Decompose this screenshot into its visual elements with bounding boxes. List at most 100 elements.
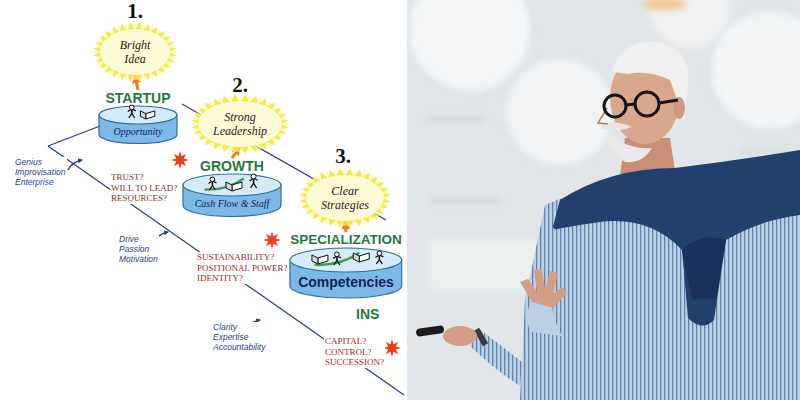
burst-core (100, 29, 170, 75)
stage-disc: SPECIALIZATION Competencies (290, 232, 402, 298)
box-icon (318, 255, 328, 264)
text-line: Clarity (213, 322, 265, 332)
burst-rays (299, 168, 390, 228)
box-icon (312, 255, 318, 264)
disc-shape (99, 106, 177, 144)
burst-symbol (263, 231, 281, 249)
figure-legs (377, 259, 383, 264)
stage-disc: GROWTH Cash Flow & Staff (183, 158, 281, 217)
text-line: SUSTAINABILITY? (197, 252, 287, 263)
hand (520, 269, 567, 308)
text-line: SUCCESSION? (325, 357, 384, 368)
burst-rays (93, 22, 176, 82)
text-line: Improvisation (15, 167, 66, 177)
figure-head (129, 105, 134, 110)
stage-disc: STARTUP Opportunity (99, 90, 177, 144)
hair (612, 42, 688, 122)
text-line: Strategies (321, 198, 369, 212)
idea-burst: Clear Strategies (306, 175, 384, 221)
figure-head (377, 251, 382, 256)
text-line: TRUST? (111, 172, 177, 183)
burst-rays (191, 94, 288, 154)
small-arrows (68, 160, 260, 330)
text-line: Passion (119, 244, 158, 254)
clicker (416, 325, 445, 337)
text-line: Idea (120, 52, 151, 66)
box-icon (232, 182, 242, 191)
idea-text: Bright Idea (120, 38, 151, 66)
callout-number: 1. (127, 0, 143, 22)
callout-number: 3. (335, 145, 351, 167)
text-line: Strong (213, 110, 267, 124)
disc-area: Cash Flow & Staff (183, 174, 281, 217)
crisis-questions: TRUST? WILL TO LEAD? RESOURCES? (110, 172, 178, 204)
burst-symbols (171, 151, 401, 357)
sleeve (470, 330, 522, 386)
text-line: Drive (119, 234, 158, 244)
text-line: POSITIONAL POWER? (197, 263, 287, 274)
crisis-questions: CAPITAL? CONTROL? SUCCESSION? (324, 336, 385, 368)
idea-text: Clear Strategies (321, 184, 369, 212)
small-arrow (68, 160, 82, 170)
stage-name: GROWTH (200, 158, 264, 174)
disc-shape (183, 174, 281, 217)
photo (407, 0, 800, 400)
figure-head (210, 177, 215, 182)
disc-label: Opportunity (99, 126, 177, 137)
stage-name: STARTUP (105, 90, 170, 106)
crisis-questions: SUSTAINABILITY? POSITIONAL POWER? IDENTI… (196, 252, 288, 284)
text-line: Clear (321, 184, 369, 198)
disc-area: Opportunity (99, 106, 177, 144)
text-line: WILL TO LEAD? (111, 183, 177, 194)
sweater-shade (682, 238, 726, 300)
note-text: Clarity Expertise Accountability (212, 322, 266, 352)
text-line: Enterprise (15, 177, 66, 187)
text-line: Expertise (213, 332, 265, 342)
burst-symbol (171, 151, 189, 169)
disc-label: Competencies (290, 274, 402, 290)
disc-top (290, 248, 402, 272)
stage-name: INS (356, 306, 379, 322)
disc-shape (290, 248, 402, 298)
text-line: IDENTITY? (197, 273, 287, 284)
guide-line (48, 126, 100, 146)
box-icon (353, 253, 359, 262)
disc-top (183, 174, 281, 196)
glasses (604, 92, 678, 117)
burst-core (198, 101, 282, 147)
idea-burst: Bright Idea (100, 29, 170, 75)
figure-legs (209, 185, 215, 190)
note-text: Genius Improvisation Enterprise (14, 157, 67, 187)
hand (443, 326, 477, 346)
figure-legs (251, 183, 257, 188)
idea-burst: Strong Leadership (198, 101, 282, 147)
idea-text: Strong Leadership (213, 110, 267, 138)
text-line: RESOURCES? (111, 193, 177, 204)
box-icon (226, 182, 232, 191)
box-icon (140, 111, 145, 119)
callout-number: 2. (232, 74, 248, 96)
guide-line (48, 146, 404, 395)
figure-legs (129, 113, 135, 118)
stage-name: SPECIALIZATION (290, 232, 402, 248)
text-line: CONTROL? (325, 347, 384, 358)
text-line: Genius (15, 157, 66, 167)
disc-area: Competencies (290, 248, 402, 298)
text-line: Bright (120, 38, 151, 52)
figure-head (251, 174, 256, 179)
text-line: CAPITAL? (325, 336, 384, 347)
note-text: Drive Passion Motivation (118, 234, 159, 264)
burst-core (306, 175, 384, 221)
disc-label: Cash Flow & Staff (183, 198, 281, 209)
text-line: Accountability (213, 342, 265, 352)
box-icon (146, 111, 155, 119)
text-line: Leadership (213, 124, 267, 138)
disc-top (99, 106, 177, 124)
beard (605, 130, 652, 162)
box-icon (359, 253, 369, 262)
growth-arrow (315, 253, 360, 265)
burst-symbol (383, 339, 401, 357)
text-line: Motivation (119, 254, 158, 264)
figure-head (335, 252, 340, 257)
